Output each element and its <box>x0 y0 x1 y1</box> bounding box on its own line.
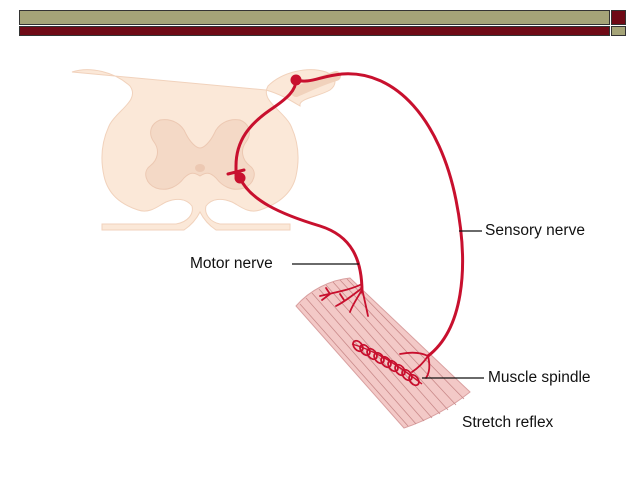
leader-lines <box>292 230 484 379</box>
sensory-endings <box>399 351 431 379</box>
motor-nerve-path <box>238 176 364 294</box>
synapse-mark <box>226 168 246 176</box>
sensory-nerve-path <box>226 72 465 358</box>
motor-nerve-label: Motor nerve <box>190 255 273 272</box>
central-canal <box>195 164 205 172</box>
motor-nerve-fiber <box>238 176 364 294</box>
title-bar-bottom <box>19 26 610 36</box>
dorsal-root <box>291 71 341 97</box>
diagram-caption: Stretch reflex <box>462 414 554 431</box>
sensory-interneuron <box>234 78 298 178</box>
gray-matter <box>145 119 255 190</box>
title-bar-top <box>19 10 610 25</box>
motor-end-plates <box>319 283 369 317</box>
sensory-nerve-fiber <box>294 72 465 358</box>
muscle-spindle-label: Muscle spindle <box>488 369 591 386</box>
muscle-body <box>295 277 471 429</box>
muscle-spindle <box>351 339 423 387</box>
corner-square-top <box>611 10 626 25</box>
motor-neuron-body <box>234 172 246 184</box>
corner-square-bottom <box>611 26 626 36</box>
dorsal-root-ganglion <box>290 74 302 86</box>
spinal-cord-section <box>71 69 341 231</box>
sensory-nerve-label: Sensory nerve <box>485 222 585 239</box>
